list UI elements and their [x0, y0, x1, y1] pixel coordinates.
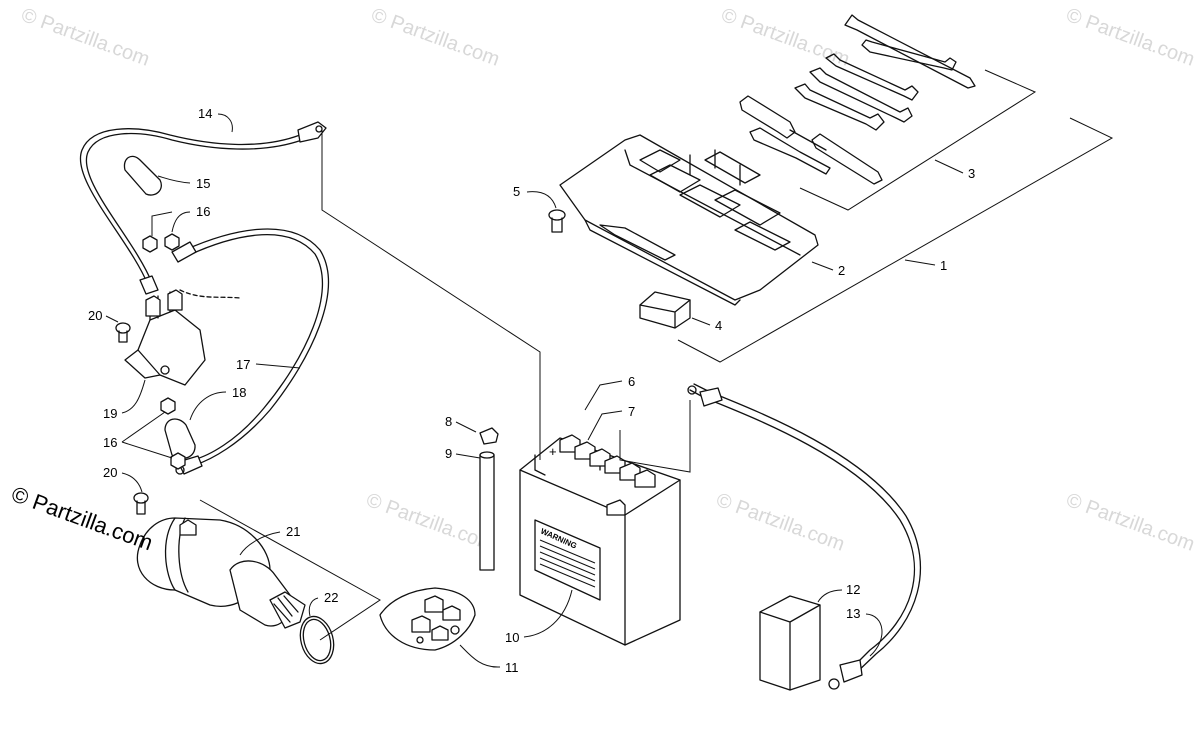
watermark: © Partzilla.com [363, 489, 497, 556]
callout-12: 12 [846, 582, 860, 597]
callout-15: 15 [196, 176, 210, 191]
callout-19: 19 [103, 406, 117, 421]
callout-20-bottom: 20 [103, 465, 117, 480]
negative-cable [687, 383, 922, 691]
watermark: © Partzilla.com [18, 4, 152, 71]
callout-11: 11 [505, 660, 519, 675]
callout-6: 6 [628, 374, 635, 389]
watermark: © Partzilla.com [718, 4, 852, 71]
callout-7: 7 [628, 404, 635, 419]
callout-4: 4 [715, 318, 722, 333]
callout-16-bottom: 16 [103, 435, 117, 450]
polarity-mark: + [549, 444, 557, 459]
watermark: © Partzilla.com [1063, 4, 1197, 71]
callout-16-top: 16 [196, 204, 210, 219]
watermark: © Partzilla.com [1063, 489, 1197, 556]
screw-lower [133, 492, 149, 515]
callout-2: 2 [838, 263, 845, 278]
solenoid-assembly [79, 121, 329, 475]
callout-13: 13 [846, 606, 860, 621]
watermark: © Partzilla.com [713, 489, 847, 556]
tool-kit [739, 14, 1037, 211]
callout-9: 9 [445, 446, 452, 461]
brand-watermark: © Partzilla.com [8, 481, 156, 555]
tool-tray [548, 117, 1114, 363]
watermark: © Partzilla.com [368, 4, 502, 71]
callout-8: 8 [445, 414, 452, 429]
callout-22: 22 [324, 590, 338, 605]
callout-10: 10 [505, 630, 519, 645]
callout-21: 21 [286, 524, 300, 539]
callout-18: 18 [232, 385, 246, 400]
callout-5: 5 [513, 184, 520, 199]
callout-14: 14 [198, 106, 212, 121]
callout-3: 3 [968, 166, 975, 181]
hardware-kit [379, 587, 476, 651]
battery-assembly: + WARNING [321, 130, 691, 646]
callout-1: 1 [940, 258, 947, 273]
callout-20-top: 20 [88, 308, 102, 323]
callout-17: 17 [236, 357, 250, 372]
starter-motor [136, 499, 381, 665]
callouts: 1 2 3 4 5 6 7 8 9 10 11 12 13 [88, 106, 975, 675]
